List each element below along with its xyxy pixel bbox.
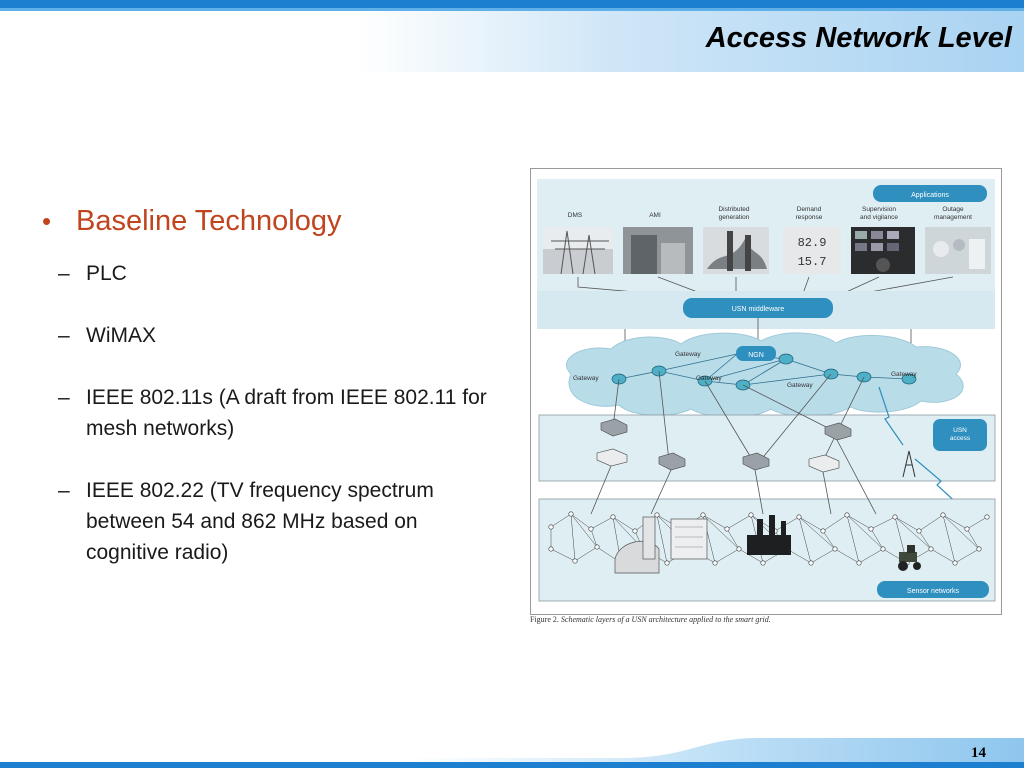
caption-text: Schematic layers of a USN architecture a… bbox=[560, 615, 771, 624]
buildings-icon bbox=[614, 516, 708, 574]
sub-item-text: PLC bbox=[86, 262, 127, 285]
figure-caption: Figure 2. Schematic layers of a USN arch… bbox=[530, 615, 771, 624]
usn-middleware-pill bbox=[683, 298, 833, 318]
bullet-text: Baseline Technology bbox=[76, 205, 342, 237]
sensor-networks-label: Sensor networks bbox=[907, 588, 960, 595]
antenna-tower-icon bbox=[902, 450, 916, 478]
usn-middleware-label: USN middleware bbox=[732, 306, 785, 313]
usn-access-line: USN bbox=[953, 427, 967, 434]
app-label-line: Demand bbox=[797, 206, 822, 213]
ngn-pill bbox=[736, 346, 776, 361]
gateway-label: Gateway bbox=[891, 371, 917, 378]
access-device bbox=[600, 418, 628, 437]
usn-access-line: access bbox=[950, 435, 971, 442]
sub-item-text: IEEE 802.11s (A draft from IEEE 802.11 f… bbox=[86, 386, 487, 440]
access-device bbox=[824, 422, 852, 441]
sub-item-text: WiMAX bbox=[86, 324, 156, 347]
app-label-line: Outage bbox=[942, 206, 964, 213]
svg-text:82.9: 82.9 bbox=[798, 236, 827, 250]
gateway-label: Gateway bbox=[573, 375, 599, 382]
access-device bbox=[808, 454, 840, 473]
gateway-label: Gateway bbox=[675, 351, 701, 358]
wireless-link-icon bbox=[914, 458, 962, 508]
bottom-stripe bbox=[0, 762, 1024, 768]
dash-marker: – bbox=[58, 324, 70, 347]
app-label-line: response bbox=[796, 214, 823, 221]
wireless-link-icon bbox=[878, 386, 904, 446]
app-label-line: AMI bbox=[649, 212, 661, 219]
tractor-icon bbox=[898, 545, 921, 571]
access-device bbox=[596, 448, 628, 467]
applications-pill bbox=[873, 185, 987, 202]
dash-marker: – bbox=[58, 386, 70, 409]
app-label-line: Distributed bbox=[718, 206, 749, 213]
app-photo-supervision bbox=[851, 227, 915, 274]
app-label-line: DMS bbox=[568, 212, 583, 219]
svg-text:15.7: 15.7 bbox=[798, 255, 827, 269]
factory-icon bbox=[747, 515, 791, 555]
page-number: 14 bbox=[971, 745, 986, 761]
app-label-line: and vigilance bbox=[860, 214, 898, 221]
sensor-connector-lines bbox=[590, 439, 877, 515]
sub-item-text: IEEE 802.22 (TV frequency spectrum betwe… bbox=[86, 479, 434, 564]
app-connector-lines bbox=[577, 276, 954, 300]
dash-marker: – bbox=[58, 262, 70, 285]
top-banner bbox=[0, 0, 1024, 72]
bullet-item: • Baseline Technology bbox=[42, 205, 512, 238]
sub-item-ieee-80211s: – IEEE 802.11s (A draft from IEEE 802.11… bbox=[58, 382, 512, 444]
app-photo-outage-management bbox=[925, 227, 991, 274]
access-connector-lines bbox=[612, 370, 865, 462]
access-device bbox=[658, 452, 686, 471]
caption-label: Figure 2. bbox=[530, 615, 559, 624]
app-photo-dms bbox=[543, 227, 613, 275]
app-label-line: Supervision bbox=[862, 206, 896, 213]
sub-item-ieee-80222: – IEEE 802.22 (TV frequency spectrum bet… bbox=[58, 475, 512, 568]
app-photo-demand-response: 82.9 15.7 bbox=[783, 227, 841, 274]
ngn-cloud bbox=[566, 332, 964, 418]
app-label-ami: AMI bbox=[649, 212, 661, 219]
bullet-list: • Baseline Technology – PLC – WiMAX – IE… bbox=[42, 205, 512, 599]
bullet-dot: • bbox=[42, 206, 52, 236]
app-photo-ami bbox=[623, 227, 693, 274]
dash-marker: – bbox=[58, 479, 70, 502]
top-stripe bbox=[0, 0, 1024, 8]
gateway-label: Gateway bbox=[787, 382, 813, 389]
app-photo-distributed-generation bbox=[703, 227, 769, 274]
app-label-line: generation bbox=[719, 214, 750, 221]
applications-label: Applications bbox=[911, 192, 949, 199]
sensor-networks-pill bbox=[877, 581, 989, 598]
sub-item-plc: – PLC bbox=[58, 258, 512, 289]
access-device bbox=[742, 452, 770, 471]
gateway-label: Gateway bbox=[696, 375, 722, 382]
slide-title: Access Network Level bbox=[705, 22, 1012, 54]
usn-access-pill bbox=[933, 419, 987, 451]
ngn-label: NGN bbox=[748, 352, 764, 359]
bottom-banner bbox=[0, 738, 1024, 768]
top-stripe-light bbox=[0, 8, 1024, 11]
app-label-line: management bbox=[934, 214, 972, 221]
sub-item-wimax: – WiMAX bbox=[58, 320, 512, 351]
app-label-dms: DMS bbox=[568, 212, 583, 219]
